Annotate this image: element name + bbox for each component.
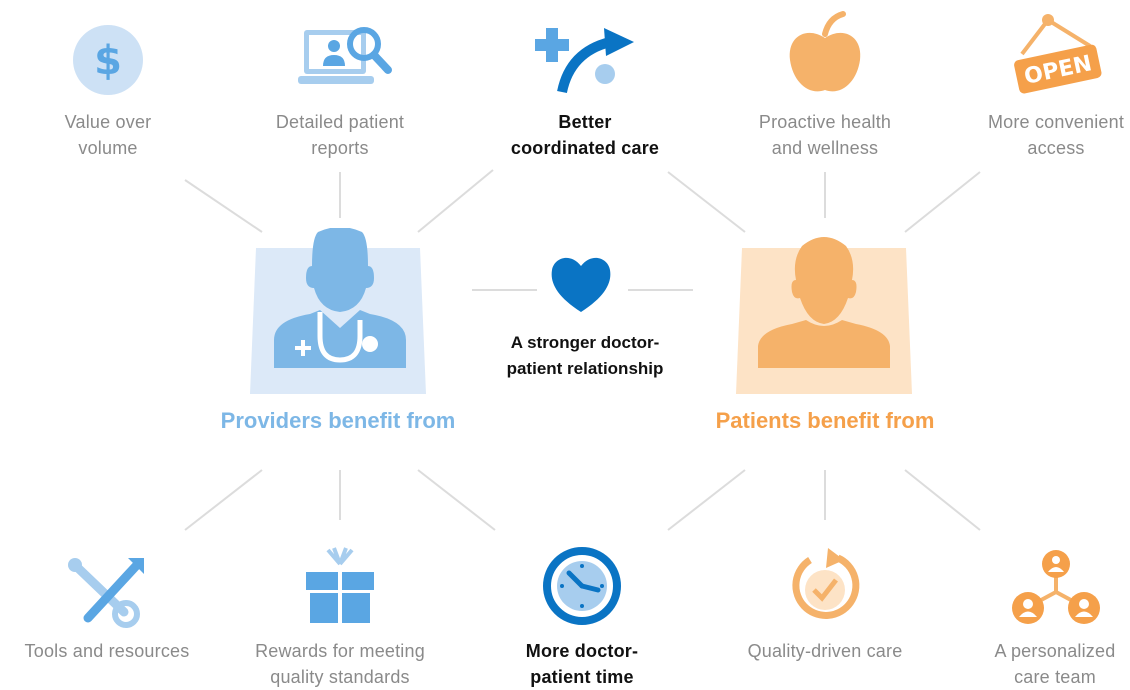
benefit-label: and wellness <box>771 138 879 158</box>
benefit-label: Quality-driven care <box>747 641 903 661</box>
benefit-label: coordinated care <box>510 138 660 158</box>
patient-report-icon <box>298 27 392 84</box>
benefit-label: patient time <box>530 667 634 687</box>
apple-icon <box>789 11 861 92</box>
heart-icon <box>551 257 611 312</box>
benefit-label: Rewards for meeting <box>255 641 425 661</box>
benefit-label: Value over <box>64 112 152 132</box>
svg-text:$: $ <box>94 38 122 84</box>
gift-icon <box>306 547 374 623</box>
benefit-label: Better <box>558 112 612 132</box>
center-label: A stronger doctor- <box>510 333 660 352</box>
benefit-label: reports <box>311 138 369 158</box>
benefit-label: volume <box>78 138 138 158</box>
benefit-label: More convenient <box>987 112 1125 132</box>
check-circle-icon <box>792 548 860 619</box>
benefit-label: A personalized <box>994 641 1116 661</box>
benefit-label: access <box>1027 138 1085 158</box>
benefit-label: Detailed patient <box>275 112 405 132</box>
benefit-label: Tools and resources <box>24 641 190 661</box>
dollar-icon: $ <box>73 25 143 95</box>
center-label: patient relationship <box>506 359 664 378</box>
patient-icon <box>736 237 912 394</box>
providers-title: Providers benefit from <box>220 408 456 433</box>
patients-title: Patients benefit from <box>715 408 935 433</box>
benefit-label: quality standards <box>270 667 410 687</box>
benefit-label: care team <box>1014 667 1096 687</box>
medical-cross-arrow-icon <box>535 28 634 94</box>
team-icon <box>1012 550 1100 624</box>
doctor-icon <box>250 228 426 394</box>
clock-icon <box>543 547 621 625</box>
open-sign-icon: OPEN <box>1014 14 1102 94</box>
benefit-label: More doctor- <box>525 641 639 661</box>
benefit-label: Proactive health <box>758 112 892 132</box>
wrench-icon <box>68 558 144 628</box>
